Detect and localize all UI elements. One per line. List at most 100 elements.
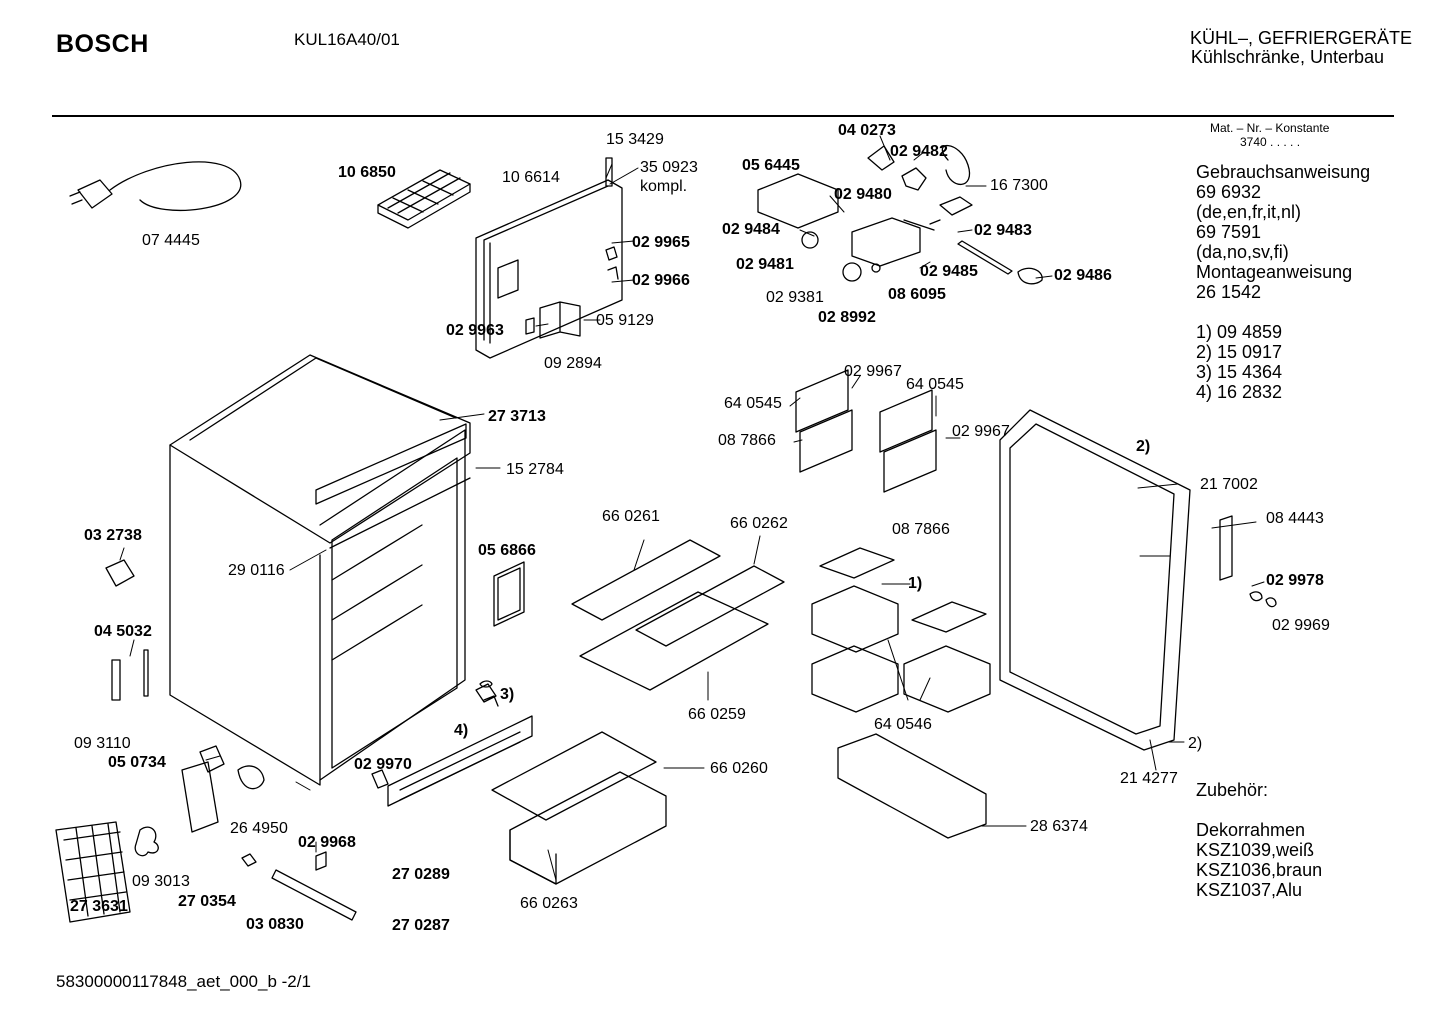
part-label: 02 9970: [354, 756, 412, 773]
hinge-parts-drawing: [525, 301, 581, 339]
accessory-line: KSZ1037,Alu: [1196, 880, 1303, 900]
doc-line: 26 1542: [1196, 282, 1262, 302]
cabinet-body-drawing: [169, 354, 471, 786]
small-components-drawing: [55, 559, 533, 923]
part-label: 05 6445: [742, 157, 800, 174]
brand-logo: BOSCH: [56, 30, 149, 58]
part-label: 02 9484: [722, 221, 780, 238]
cover-plate-drawing: [493, 561, 525, 627]
part-label: 09 3013: [132, 873, 190, 890]
door-shelves-drawing: [795, 369, 991, 839]
part-label: 04 5032: [94, 623, 152, 640]
part-label: 02 9381: [766, 289, 824, 306]
part-label: 02 9968: [298, 834, 356, 851]
docs-list: Gebrauchsanweisung 69 6932 (de,en,fr,it,…: [1196, 162, 1370, 302]
part-label: 28 6374: [1030, 818, 1088, 835]
freezer-door-drawing: [475, 157, 623, 359]
part-label: 08 7866: [892, 521, 950, 538]
doc-line: 69 6932: [1196, 182, 1262, 202]
part-label: 64 0545: [906, 376, 964, 393]
part-label: 10 6850: [338, 164, 396, 181]
doc-line: Gebrauchsanweisung: [1196, 162, 1371, 182]
part-label: 08 4443: [1266, 510, 1324, 527]
thermostat-group-drawing: [757, 144, 1043, 285]
part-label: 02 9485: [920, 263, 978, 280]
part-label: 21 4277: [1120, 770, 1178, 787]
accessories-list: Dekorrahmen KSZ1039,weiß KSZ1036,braun K…: [1196, 820, 1322, 900]
part-label: 27 0289: [392, 866, 450, 883]
footnote-line: 4) 16 2832: [1196, 382, 1283, 402]
crisper-drawer-drawing: [491, 731, 667, 885]
category-title: KÜHL–, GEFRIERGERÄTE: [1189, 28, 1412, 48]
part-label: 02 9486: [1054, 267, 1112, 284]
footnote-marker: 4): [454, 722, 469, 739]
footnote-marker: 1): [908, 575, 923, 592]
part-label: 26 4950: [230, 820, 288, 837]
part-label: 10 6614: [502, 169, 560, 186]
part-label: 16 7300: [990, 177, 1048, 194]
footnote-line: 2) 15 0917: [1196, 342, 1283, 362]
part-label: 02 9967: [952, 423, 1010, 440]
model-number: KUL16A40/01: [294, 30, 400, 49]
accessory-line: KSZ1039,weiß: [1196, 840, 1315, 860]
footnote-line: 3) 15 4364: [1196, 362, 1283, 382]
power-cord-drawing: [69, 161, 242, 211]
part-label: 03 2738: [84, 527, 142, 544]
part-label: 02 9480: [834, 186, 892, 203]
part-label: 21 7002: [1200, 476, 1258, 493]
part-label: 02 9969: [1272, 617, 1330, 634]
part-label: 15 2784: [506, 461, 564, 478]
mat-nr-value: 3740 . . . . .: [1240, 135, 1301, 149]
leader-lines: [119, 135, 1265, 881]
part-label: 29 0116: [228, 562, 285, 579]
part-label: 66 0261: [602, 508, 660, 525]
part-label: 02 9967: [844, 363, 902, 380]
accessories-title: Zubehör:: [1196, 780, 1269, 800]
footnote-marker: 3): [500, 686, 515, 703]
part-label: 27 0354: [178, 893, 236, 910]
part-label: kompl.: [640, 178, 688, 195]
part-label: 09 2894: [544, 355, 602, 372]
part-label: 35 0923: [640, 159, 698, 176]
document-id: 58300000117848_aet_000_b -2/1: [56, 972, 311, 991]
part-label: 07 4445: [142, 232, 200, 249]
part-label: 04 0273: [838, 122, 896, 139]
part-label: 02 9483: [974, 222, 1032, 239]
part-label: 27 3631: [70, 898, 128, 915]
part-label: 02 9481: [736, 256, 794, 273]
part-label: 02 9978: [1266, 572, 1324, 589]
part-label: 08 7866: [718, 432, 776, 449]
footnote-marker: 2): [1136, 438, 1151, 455]
part-label: 66 0263: [520, 895, 578, 912]
ice-tray-drawing: [377, 169, 471, 229]
part-label: 64 0546: [874, 716, 932, 733]
mat-nr-label: Mat. – Nr. – Konstante: [1210, 121, 1330, 135]
footnotes-list: 1) 09 4859 2) 15 0917 3) 15 4364 4) 16 2…: [1196, 322, 1282, 402]
part-label: 05 0734: [108, 754, 166, 771]
part-label: 02 9963: [446, 322, 504, 339]
part-label: 05 9129: [596, 312, 654, 329]
part-label: 05 6866: [478, 542, 536, 559]
doc-line: 69 7591: [1196, 222, 1262, 242]
part-label: 66 0259: [688, 706, 746, 723]
glass-shelves-drawing: [571, 539, 785, 691]
footnote-line: 1) 09 4859: [1196, 322, 1283, 342]
part-label: 09 3110: [74, 735, 131, 752]
part-label: 27 3713: [488, 408, 546, 425]
part-label: 03 0830: [246, 916, 304, 933]
category-subtitle: Kühlschränke, Unterbau: [1190, 47, 1384, 67]
doc-line: (da,no,sv,fi): [1196, 242, 1289, 262]
header-divider: [52, 115, 1394, 117]
part-label: 02 9965: [632, 234, 690, 251]
part-label: 02 8992: [818, 309, 876, 326]
footnote-marker: 2): [1188, 735, 1203, 752]
doc-line: (de,en,fr,it,nl): [1196, 202, 1302, 222]
main-door-drawing: [999, 409, 1277, 751]
part-label: 15 3429: [606, 131, 664, 148]
accessory-line: KSZ1036,braun: [1196, 860, 1323, 880]
part-label: 08 6095: [888, 286, 946, 303]
accessory-line: Dekorrahmen: [1196, 820, 1306, 840]
part-label: 66 0260: [710, 760, 768, 777]
doc-line: Montageanweisung: [1196, 262, 1353, 282]
